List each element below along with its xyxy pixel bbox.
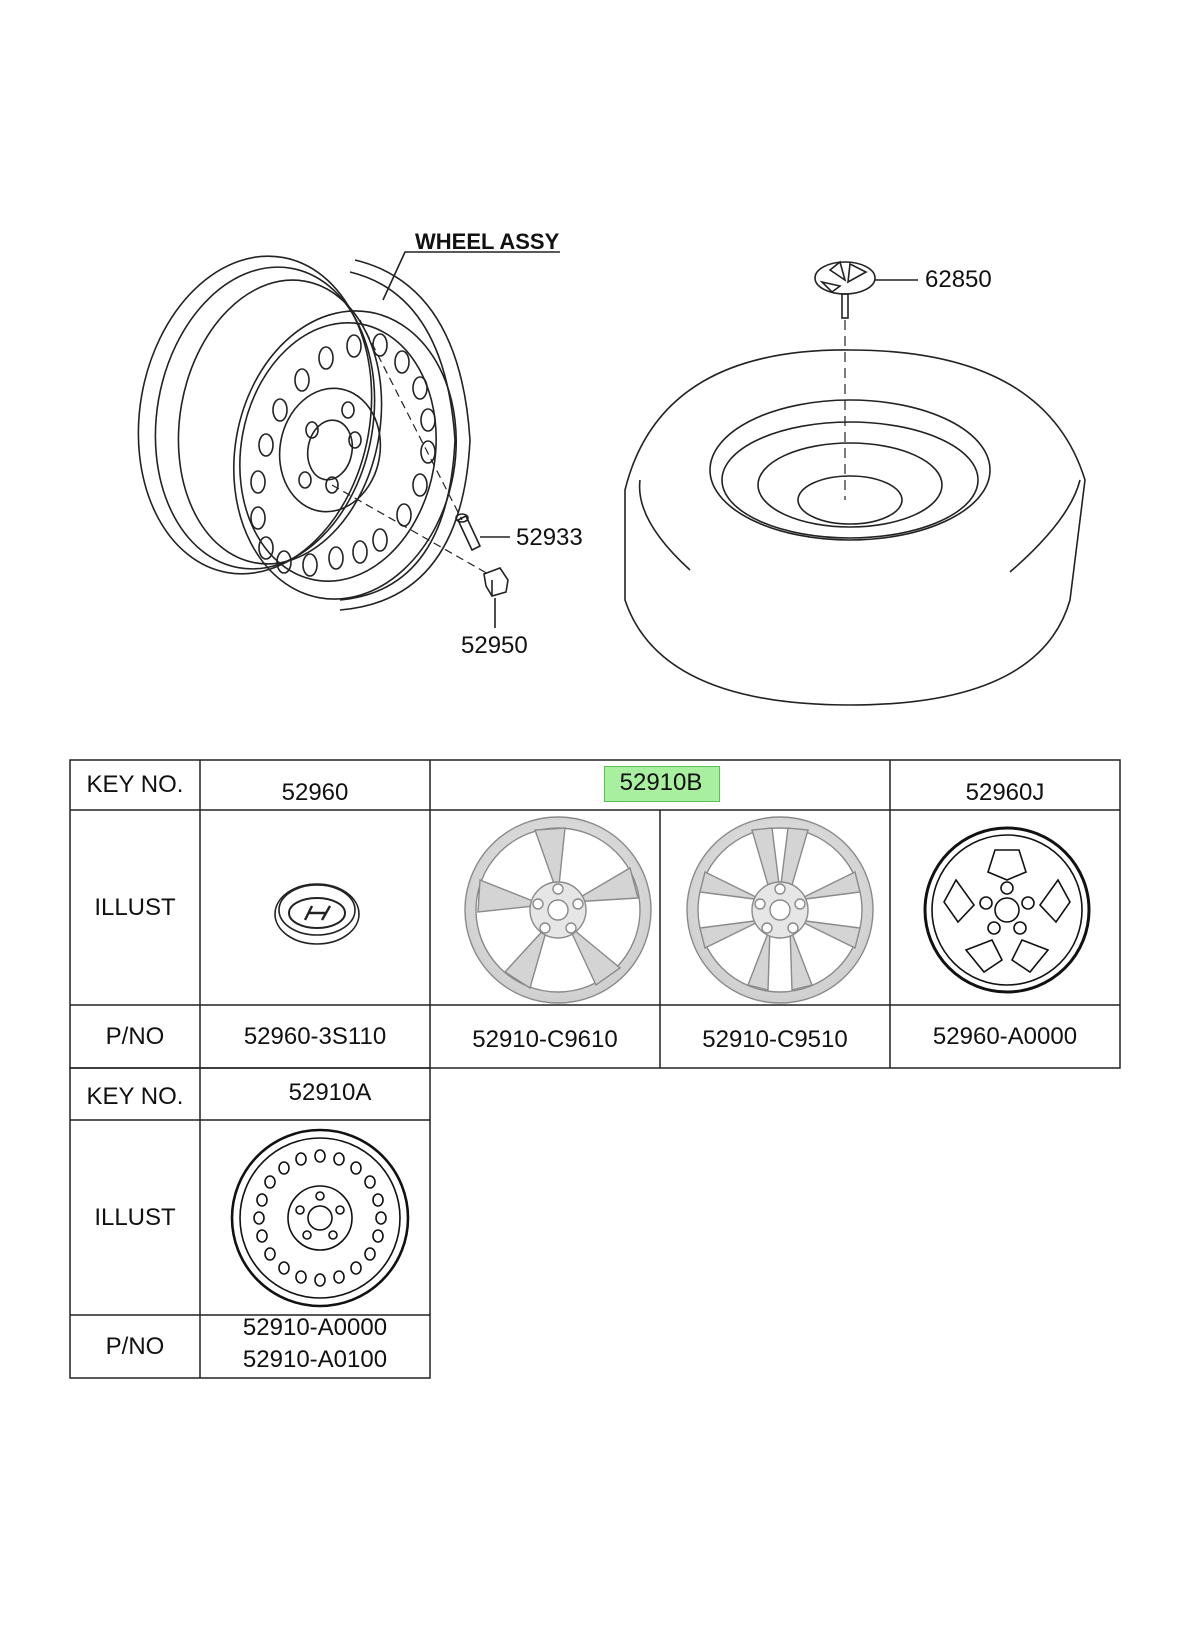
wheel-cover-icon [923,826,1091,994]
valve-stem-icon [455,513,482,552]
steel-wheel-front-icon [230,1128,410,1308]
key-52960J[interactable]: 52960J [965,779,1045,806]
key-52960[interactable]: 52960 [281,779,349,806]
table-2-grid [69,1067,431,1379]
pno-52910-C9510[interactable]: 52910-C9510 [702,1026,848,1053]
table1-pno-label: P/NO [105,1023,165,1050]
spare-hold-bolt-icon [814,260,876,319]
table1-key-no-label: KEY NO. [86,771,184,798]
hub-cap-emblem-icon [274,883,360,945]
table1-illust-label: ILLUST [94,894,176,921]
table-1-grid [69,759,1121,1069]
pno-52910-A0000[interactable]: 52910-A0000 [242,1314,388,1341]
table2-illust-label: ILLUST [94,1204,176,1231]
part-62850-label[interactable]: 62850 [925,266,992,293]
table2-pno-label: P/NO [105,1333,165,1360]
wheel-assy-label[interactable]: WHEEL ASSY [415,229,560,254]
spare-tire-icon [624,349,1086,706]
key-52910A[interactable]: 52910A [288,1079,372,1106]
alloy-wheel-icon [686,816,874,1004]
pno-52910-C9610[interactable]: 52910-C9610 [472,1026,618,1053]
table2-key-no-label: KEY NO. [86,1083,184,1110]
part-52933-label[interactable]: 52933 [516,524,583,551]
pno-52910-A0100[interactable]: 52910-A0100 [242,1346,388,1373]
highlight-52910B [604,766,720,802]
alloy-wheel-icon [464,816,652,1004]
wheel-assy-leader [382,251,560,301]
lug-nut-icon [483,567,509,597]
pno-52960-3S110[interactable]: 52960-3S110 [243,1023,387,1050]
steel-wheel-icon [137,255,471,611]
part-52950-label[interactable]: 52950 [461,632,528,659]
key-52910B[interactable]: 52910B [619,769,703,796]
pno-52960-A0000[interactable]: 52960-A0000 [932,1023,1078,1050]
